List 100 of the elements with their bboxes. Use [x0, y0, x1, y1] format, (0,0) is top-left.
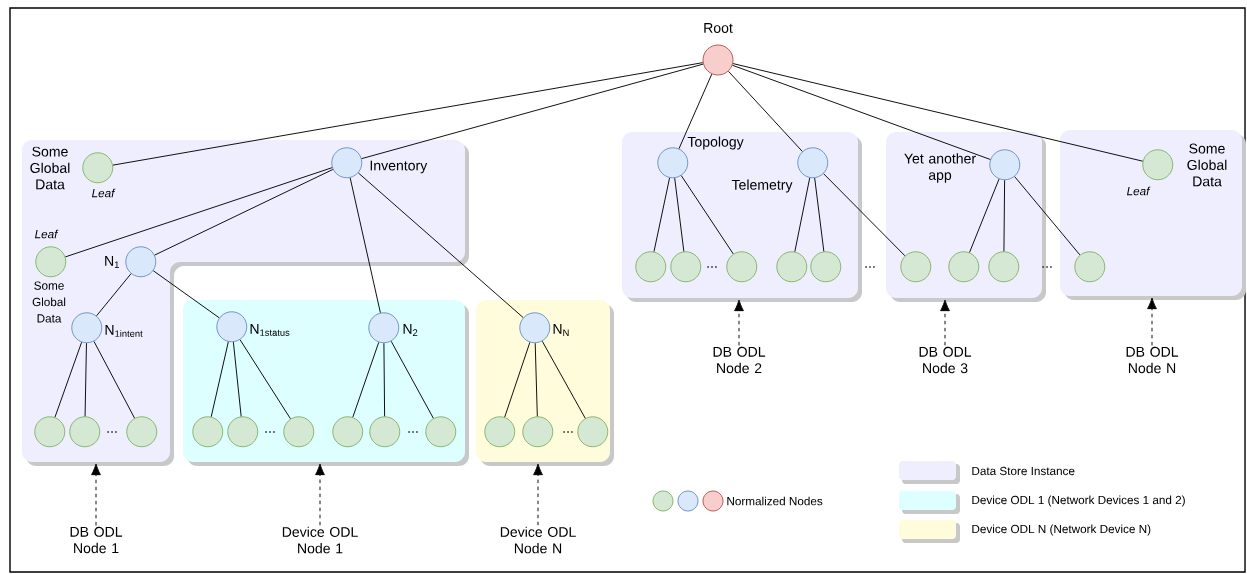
- node-label: Inventory: [370, 160, 428, 174]
- tree-node: [577, 416, 609, 448]
- tree-edge: [361, 63, 704, 160]
- tree-edge: [674, 177, 685, 252]
- dashed-arrow: [91, 463, 101, 526]
- node-label: N$_{2}$: [403, 324, 418, 336]
- tree-node: [71, 312, 103, 344]
- ellipsis: ...: [408, 431, 418, 433]
- tree-node: [82, 152, 114, 184]
- tree-edge: [732, 63, 1144, 162]
- tree-edge: [390, 340, 434, 419]
- tree-node: [797, 147, 829, 179]
- tree-node: [126, 416, 158, 448]
- ellipsis: ...: [707, 266, 717, 268]
- tree-edge: [96, 273, 132, 317]
- tree-node: [192, 416, 224, 448]
- node-label: Root: [704, 23, 733, 33]
- node-label: N$_{1status}$: [250, 324, 290, 336]
- dashed-arrow: [940, 299, 950, 346]
- tree-node: [702, 44, 734, 76]
- tree-edge: [64, 167, 333, 258]
- node-label: Yet another app: [904, 153, 976, 183]
- tree-node: [331, 147, 363, 179]
- tree-node: [810, 251, 842, 283]
- node-label: Leaf: [34, 229, 59, 239]
- node-label: Some Global Data: [30, 146, 70, 190]
- region-caption: DB ODL Node 1: [70, 526, 123, 554]
- region-caption: Device ODL Node 1: [282, 526, 358, 554]
- node-label: Some Global Data: [32, 281, 66, 323]
- node-label: N$_{1intent}$: [105, 325, 143, 337]
- legend-text: Data Store Instance: [972, 466, 1075, 476]
- tree-node: [519, 312, 551, 344]
- tree-node: [989, 149, 1021, 181]
- legend-text: Device ODL 1 (Network Devices 1 and 2): [972, 495, 1185, 507]
- ellipsis: ...: [265, 431, 275, 433]
- tree-node: [368, 312, 400, 344]
- ellipsis: ...: [107, 431, 117, 433]
- tree-node: [35, 246, 67, 278]
- tree-node: [69, 416, 101, 448]
- tree-edge: [210, 341, 229, 418]
- tree-node: [776, 251, 808, 283]
- node-label: Telemetry: [731, 179, 793, 193]
- tree-node: [332, 416, 364, 448]
- tree-node: [900, 251, 932, 283]
- tree-edge: [794, 177, 811, 253]
- tree-edge: [1003, 179, 1006, 252]
- tree-edge: [680, 175, 734, 255]
- tree-node: [1142, 149, 1174, 181]
- node-label: Some Global Data: [1187, 143, 1227, 187]
- tree-node: [988, 251, 1020, 283]
- tree-node: [227, 416, 259, 448]
- tree-node: [726, 251, 758, 283]
- tree-node: [283, 416, 315, 448]
- dashed-arrow: [1147, 297, 1157, 346]
- tree-node: [670, 251, 702, 283]
- ellipsis: ...: [865, 266, 875, 268]
- node-label: Leaf: [91, 188, 116, 198]
- dashed-arrow: [533, 463, 543, 526]
- ellipsis: ...: [563, 431, 573, 433]
- tree-edge: [232, 341, 242, 417]
- tree-edge: [54, 341, 83, 418]
- tree-edge: [541, 340, 586, 419]
- tree-edge: [352, 341, 380, 418]
- tree-edge: [728, 70, 803, 152]
- region-caption: DB ODL Node 2: [713, 346, 766, 374]
- tree-edge: [383, 342, 386, 417]
- dashed-arrow: [315, 463, 325, 526]
- legend-text: Normalized Nodes: [727, 496, 823, 506]
- tree-node: [522, 416, 554, 448]
- tree-edge: [1014, 176, 1081, 256]
- tree-node: [484, 416, 516, 448]
- tree-edge: [678, 73, 713, 150]
- tree-node: [369, 416, 401, 448]
- tree-edge: [653, 177, 671, 253]
- region-caption: DB ODL Node 3: [919, 346, 972, 374]
- region-box: [1060, 130, 1246, 300]
- tree-edge: [349, 177, 381, 314]
- tree-node: [657, 147, 689, 179]
- legend-text: Device ODL N (Network Device N): [972, 524, 1151, 536]
- tree-edge: [534, 342, 538, 417]
- tree-edge: [112, 62, 704, 166]
- tree-edge: [823, 173, 906, 257]
- tree-edge: [969, 178, 1000, 253]
- region-caption: DB ODL Node N: [1126, 346, 1179, 374]
- tree-edge: [154, 169, 334, 256]
- tree-node: [425, 416, 457, 448]
- tree-edge: [732, 64, 991, 160]
- region-caption: Device ODL Node N: [500, 526, 576, 554]
- tree-node: [635, 251, 667, 283]
- tree-edge: [93, 340, 135, 419]
- tree-node: [948, 251, 980, 283]
- tree-edge: [814, 177, 825, 252]
- node-label: N$_{1}$: [105, 256, 119, 268]
- node-label: Leaf: [1127, 186, 1151, 196]
- tree-edge: [152, 270, 220, 319]
- tree-edge: [357, 172, 524, 319]
- tree-edge: [84, 342, 87, 417]
- tree-node: [216, 311, 248, 343]
- tree-node: [1074, 251, 1106, 283]
- tree-node: [125, 246, 157, 278]
